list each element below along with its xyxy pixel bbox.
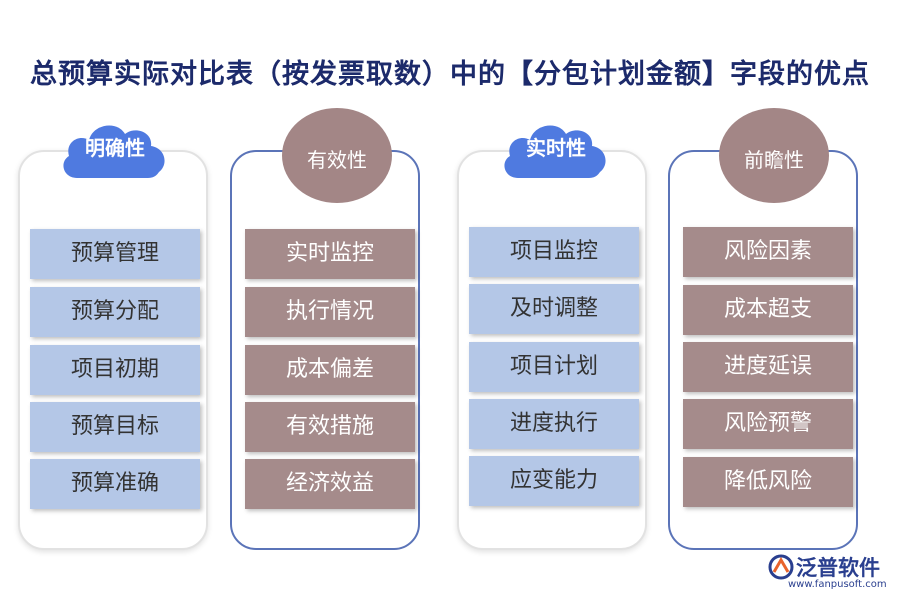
brand-logo: 泛普软件 www.fanpusoft.com (768, 552, 898, 598)
list-item: 风险预警 (683, 399, 853, 449)
list-item: 执行情况 (245, 287, 415, 337)
list-item: 预算准确 (30, 459, 200, 509)
column-heading-foresight: 前瞻性 (719, 108, 829, 203)
list-item: 预算分配 (30, 287, 200, 337)
cloud-icon (504, 125, 606, 178)
list-item: 预算管理 (30, 229, 200, 279)
column-panel-realtime: 项目监控 及时调整 项目计划 进度执行 应变能力 (457, 150, 647, 550)
column-heading-label: 明确性 (85, 136, 145, 160)
column-panel-clarity: 预算管理 预算分配 项目初期 预算目标 预算准确 (18, 150, 208, 550)
list-item: 成本超支 (683, 285, 853, 335)
list-item: 成本偏差 (245, 345, 415, 395)
page-title: 总预算实际对比表（按发票取数）中的【分包计划金额】字段的优点 (30, 59, 870, 90)
list-item: 经济效益 (245, 459, 415, 509)
column-panel-foresight: 风险因素 成本超支 进度延误 风险预警 降低风险 (668, 150, 858, 550)
brand-name: 泛普软件 (796, 556, 880, 580)
brand-url: www.fanpusoft.com (788, 579, 887, 590)
column-panel-effectiveness: 实时监控 执行情况 成本偏差 有效措施 经济效益 (230, 150, 420, 550)
column-heading-effectiveness: 有效性 (282, 108, 392, 203)
list-item: 项目计划 (469, 342, 639, 392)
column-heading-realtime: 实时性 (496, 112, 616, 192)
list-item: 项目监控 (469, 227, 639, 277)
list-item: 实时监控 (245, 229, 415, 279)
list-item: 有效措施 (245, 402, 415, 452)
fanpu-logo-icon (768, 554, 794, 580)
column-heading-label: 前瞻性 (744, 148, 804, 172)
list-item: 应变能力 (469, 456, 639, 506)
list-item: 降低风险 (683, 457, 853, 507)
list-item: 项目初期 (30, 345, 200, 395)
list-item: 进度延误 (683, 342, 853, 392)
list-item: 及时调整 (469, 284, 639, 334)
column-heading-label: 有效性 (307, 148, 367, 172)
list-item: 进度执行 (469, 399, 639, 449)
cloud-icon (63, 125, 165, 178)
column-heading-label: 实时性 (526, 136, 586, 160)
list-item: 风险因素 (683, 227, 853, 277)
list-item: 预算目标 (30, 402, 200, 452)
column-heading-clarity: 明确性 (55, 112, 175, 192)
